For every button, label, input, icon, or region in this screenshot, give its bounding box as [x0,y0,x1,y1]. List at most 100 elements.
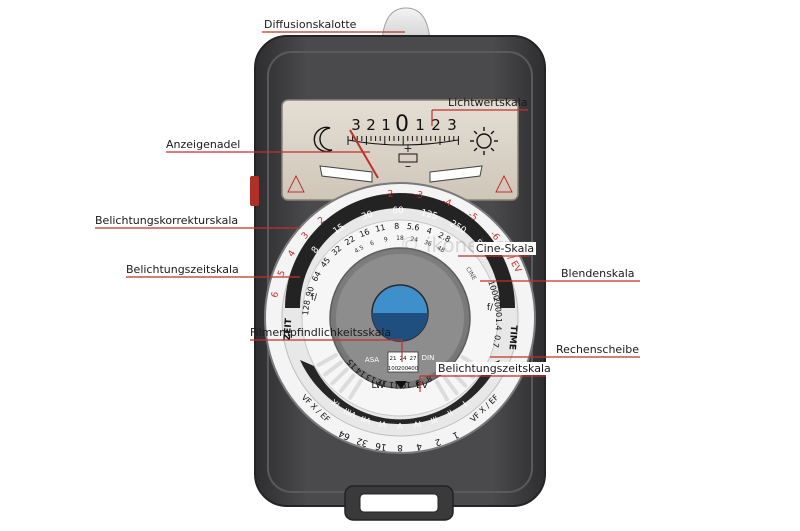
sun-ray [473,130,478,135]
scale-label-right: 2 [431,116,441,134]
film-speed-window [387,351,419,373]
red-ring-label-left: 5 [277,269,288,278]
label-belichtungszeitskala-left: Belichtungszeitskala [126,263,239,276]
grip-rib [322,360,343,377]
time-scale-label: 90 [304,285,316,297]
cine-scale-label: 9 [383,236,388,244]
label-diffusionskalotte: Diffusionskalotte [264,18,357,31]
scale-label-zero: 0 [395,112,409,137]
asa-label: ASA [365,356,379,364]
dial-bottom-band [300,360,500,425]
side-button [250,176,259,206]
grip-rib [435,380,449,402]
grip-rib [442,375,459,396]
grip-rib [338,373,356,394]
diffusion-dome [381,7,431,43]
ev-number: 12 [376,377,388,388]
black-ring-label: 30 [360,210,374,223]
label-filmempfindlichkeitsskala: Filmempfindlichkeitsskala [250,326,392,339]
black-ring-label: 8 [310,245,322,256]
film-speed-value: 400 [408,366,419,372]
bottom-ring-label: 16 [374,440,387,452]
label-anzeigenadel: Anzeigenadel [166,138,241,151]
left-wedge [319,165,373,183]
aperture-label: 1.4 [494,318,503,331]
leader-lines [95,31,640,392]
f-stop-label-left: f/ [311,293,318,303]
scale-label-left: 1 [381,116,391,134]
ev-number: 10 [401,380,412,390]
cine-scale-label: 24 [410,236,419,244]
right-wedge [429,165,483,183]
bottom-ring-label: 8 [397,442,403,452]
cine-scale-label: 48 [436,245,446,255]
roman-numeral: VII [360,414,373,426]
aperture-label: 0.7 [491,334,502,348]
label-belichtungszeitskala-bottom: Belichtungszeitskala [436,362,553,375]
plus-sign: + [403,142,412,155]
time-scale-label: 8 [394,222,399,231]
ev-number: 11 [389,380,400,390]
cine-scale-label: 18 [396,235,404,242]
aperture-label: 2000 [492,296,504,317]
cine-scale-label: 36 [423,239,433,248]
sun-core [476,133,492,149]
roman-numeral: II [446,408,454,418]
lw-bottom-label: LW [371,381,384,391]
ev-number: 9 [414,378,421,388]
time-scale-label: 16 [358,227,371,239]
index-triangle [395,381,407,389]
zeit-label: ZEIT [283,317,295,341]
moon-shape [313,126,333,153]
cine-scale-label: 4.5 [353,244,365,255]
black-ring-label: 60 [392,206,404,216]
black-ring-label: 125 [419,208,438,222]
time-scale-label: 4 [425,226,433,236]
indicator-needle [349,129,379,179]
scale-label-right: 1 [415,116,425,134]
label-rechenscheibe: Rechenscheibe [556,343,639,356]
ev-bottom-label: EV [416,381,429,391]
scale-label-left: 2 [366,116,376,134]
roman-numeral: VI [378,419,387,429]
film-speed-value: 27 [410,356,417,362]
time-scale-label: 5.6 [406,222,420,233]
bottom-ring-label: 4 [415,440,422,451]
bottom-ring-label: 2 [433,436,441,447]
grip-rib [316,353,338,367]
film-speed-value: 24 [400,356,407,362]
scale-label-right: 3 [447,116,457,134]
minus-sign: – [405,159,411,173]
sun-ray [473,147,478,152]
ev-number: 13 [364,372,377,385]
left-warning-triangle [287,174,305,193]
scale-label-left: 3 [351,116,361,134]
time-label: TIME [506,325,518,350]
roman-numeral: I [461,399,468,408]
battery-icon [398,153,418,163]
film-speed-value: 200 [398,366,409,372]
bottom-ring-label: 64 [337,427,352,441]
red-ring-label-left: 2 [316,215,327,226]
red-ring-label-left: 3 [300,231,311,242]
label-blendenskala: Blendenskala [561,267,635,280]
sun-icon [470,127,498,155]
film-speed-value: 21 [390,356,397,362]
dial-black-band [285,193,515,308]
moon-icon [313,126,333,153]
time-scale-label: 128 [301,299,312,315]
din-label: DIN [422,354,435,362]
sun-ray [490,130,495,135]
bottom-ring-label: 1 [450,429,460,441]
time-scale-label: 11 [374,223,386,234]
sun-ray [490,147,495,152]
red-ring-label: -3 [413,190,423,201]
label-lichtwertskala: Lichtwertskala [448,96,528,109]
time-scale-label: 64 [310,270,323,283]
ev-number: 8 [425,373,434,383]
film-speed-value: 100 [388,366,399,372]
